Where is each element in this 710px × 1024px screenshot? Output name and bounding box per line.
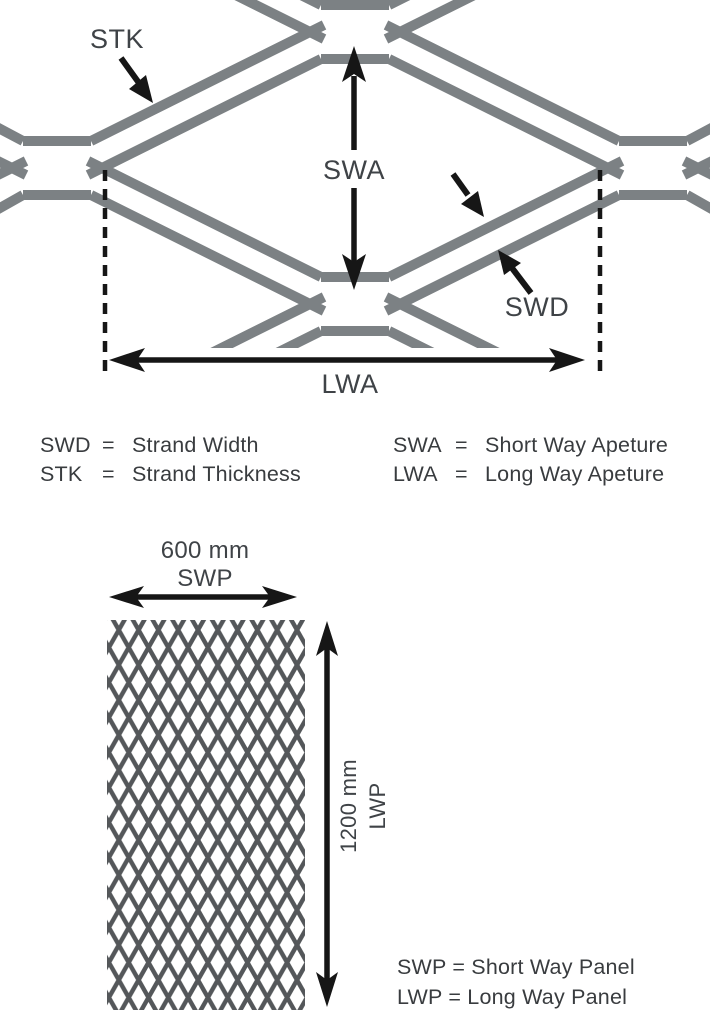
stk-pointer-arrow [118,56,153,103]
legend-abbr: STK [40,462,83,486]
legend-term: Short Way Apeture [485,433,669,457]
lwp-arrowhead-down-icon [316,972,338,1007]
swd-arrow-lower-shaft [509,266,534,295]
swd-arrow-upper-shaft [450,172,471,197]
swp-dimension-arrow [109,586,297,608]
lwa-label: LWA [321,369,378,399]
panel-width-label: SWP [177,565,233,592]
aperture-extent-dashed-lines [102,170,603,375]
swd-arrowhead-upper-icon [461,191,484,217]
stk-arrowhead-icon [129,75,153,103]
panel-height-value: 1200 mm [336,759,361,853]
panel-height-label: LWP [365,783,390,830]
stk-arrow-shaft [118,56,142,85]
aperture-mesh [0,0,710,348]
swd-pointer-arrows [450,172,534,295]
legend-line: LWP = Long Way Panel [397,984,628,1009]
legend-panel-terms: SWP = Short Way Panel LWP = Long Way Pan… [397,953,635,1012]
mesh-strand-edges [0,0,710,348]
lwp-arrowhead-up-icon [316,621,338,656]
legend-abbr: SWA [393,433,442,457]
swp-arrowhead-left-icon [109,586,144,608]
legend-aperture-terms: SWA = Short Way Apeture LWA = Long Way A… [393,431,668,488]
lwp-dimension-arrow [316,621,338,1007]
legend-equals: = [102,462,115,486]
lwa-arrowhead-left-icon [109,348,145,372]
legend-line: SWP = Short Way Panel [397,955,635,979]
legend-equals: = [102,433,115,457]
legend-abbr: LWA [393,462,438,486]
panel-width-value: 600 mm [161,537,250,564]
legend-strand-terms: SWD = Strand Width STK = Strand Thicknes… [40,431,301,488]
panel-height-labels: 1200 mm LWP [336,759,390,853]
swa-arrowhead-up-icon [342,46,366,82]
stk-label: STK [90,24,144,54]
swa-arrowhead-down-icon [342,254,366,290]
swd-arrowhead-lower-icon [498,250,521,275]
legend-term: Long Way Apeture [485,462,665,486]
lwa-arrowhead-right-icon [549,348,585,372]
legend-equals: = [455,433,468,457]
legend-term: Strand Thickness [132,462,301,486]
swa-label: SWA [323,155,385,185]
swp-arrowhead-right-icon [262,586,297,608]
swa-dimension-arrow [342,46,366,290]
lwa-dimension-arrow [109,348,585,372]
legend-equals: = [455,462,468,486]
legend-abbr: SWD [40,433,91,457]
swd-label: SWD [505,292,570,322]
mesh-panel [107,620,305,1010]
legend-term: Strand Width [132,433,259,457]
